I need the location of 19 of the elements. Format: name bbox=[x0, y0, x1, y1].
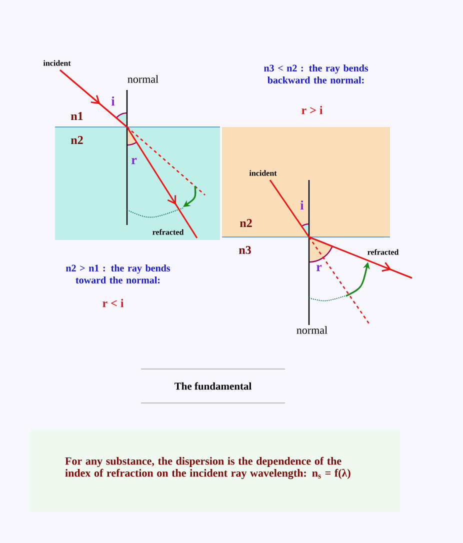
medium-label: n2 bbox=[71, 136, 83, 144]
angle-label: i bbox=[111, 96, 115, 106]
heading: The fundamental bbox=[174, 382, 252, 390]
ray-label: incident bbox=[43, 60, 71, 66]
normal-label: normal bbox=[128, 75, 158, 83]
angle-label: r bbox=[316, 264, 322, 272]
ray-label: incident bbox=[249, 170, 277, 176]
rule-text: n3 < n2 : the ray bends backward the normal: bbox=[264, 64, 368, 84]
angle-label: i bbox=[300, 200, 304, 210]
ray-label: refracted bbox=[152, 229, 184, 235]
angle-relation: r > i bbox=[302, 106, 323, 114]
rule-text: n2 > n1 : the ray bends toward the normal: bbox=[66, 264, 170, 284]
medium-label: n2 bbox=[240, 219, 252, 227]
medium-label: n3 bbox=[239, 246, 251, 254]
angle-label: r bbox=[131, 158, 137, 164]
normal-label: normal bbox=[296, 326, 328, 334]
ray-label: refracted bbox=[368, 249, 399, 255]
paragraph: For any substance, the dispersion is the dependence of the index of refraction on the incident ray wavelength: n$_{s}$ = f(λ) bbox=[65, 456, 350, 480]
angle-relation: r < i bbox=[102, 298, 124, 308]
